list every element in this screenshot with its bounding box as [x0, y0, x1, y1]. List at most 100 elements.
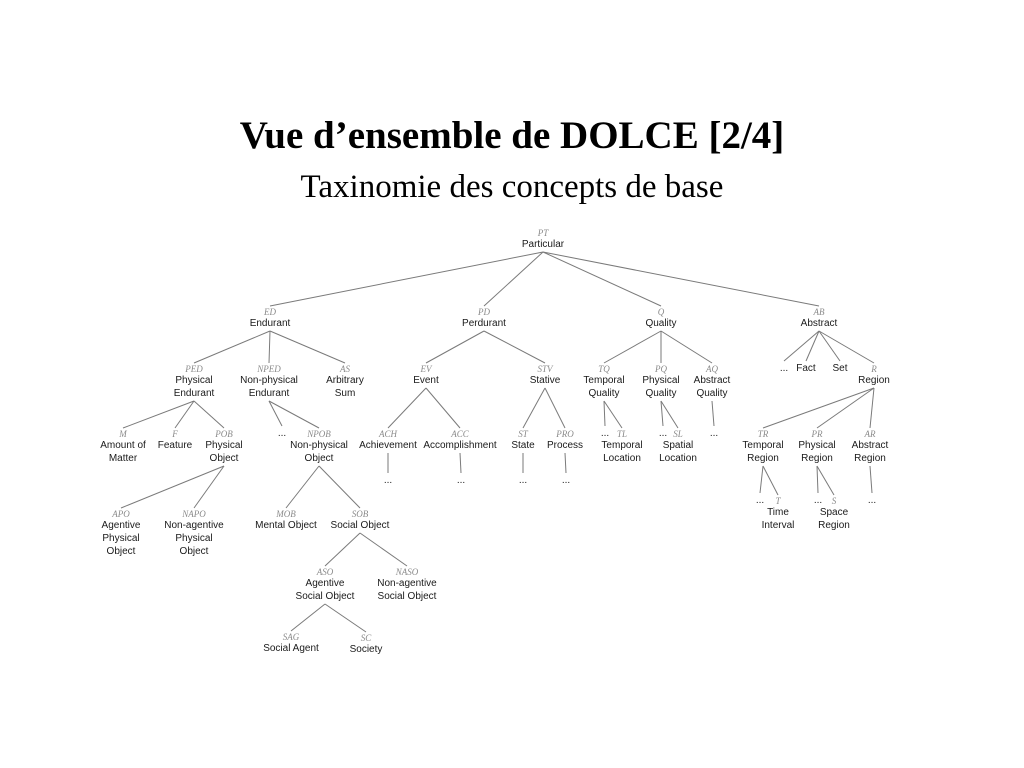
- node-label: Mental Object: [255, 520, 317, 531]
- edge-pro-pro_etc: [564, 452, 567, 474]
- node-fact: Fact: [796, 363, 816, 374]
- edge-tr-tr_etc: [759, 465, 764, 494]
- node-label: Quality: [696, 388, 727, 399]
- node-label: Region: [854, 453, 886, 464]
- node-abbr: ED: [263, 307, 276, 317]
- node-pq_etc: ...: [659, 428, 667, 439]
- node-label: Social Object: [378, 591, 437, 602]
- edge-ab-ab_etc: [783, 330, 820, 362]
- edge-stv-pro: [544, 387, 566, 429]
- node-label: Temporal: [742, 440, 783, 451]
- edge-tr-t: [762, 465, 779, 496]
- node-label: Time: [767, 507, 789, 518]
- node-pr_etc: ...: [814, 495, 822, 506]
- node-label: Agentive: [102, 520, 141, 531]
- edge-acc-acc_etc: [459, 452, 462, 474]
- edge-pt-ed: [269, 251, 544, 307]
- edge-r-ar: [869, 387, 875, 429]
- edge-pq-pq_etc: [660, 400, 664, 427]
- node-label: ...: [756, 495, 764, 506]
- node-label: Physical: [642, 375, 679, 386]
- node-abbr: Q: [658, 307, 665, 317]
- edge-ped-m: [122, 400, 195, 429]
- node-label: Endurant: [250, 318, 291, 329]
- node-label: Matter: [109, 453, 138, 464]
- node-abbr: ASO: [316, 567, 334, 577]
- node-ar_etc: ...: [868, 495, 876, 506]
- edge-ed-as: [269, 330, 346, 364]
- node-label: Sum: [335, 388, 356, 399]
- node-abbr: TR: [758, 429, 769, 439]
- node-ab_etc: ...: [780, 363, 788, 374]
- edge-pd-ev: [425, 330, 485, 364]
- node-label: Endurant: [249, 388, 290, 399]
- edge-nped-nped_etc: [268, 400, 283, 427]
- node-abbr: M: [118, 429, 127, 439]
- node-label: ...: [601, 428, 609, 439]
- edge-npob-sob: [318, 465, 361, 509]
- node-label: Achievement: [359, 440, 417, 451]
- edge-ab-fact: [805, 330, 820, 362]
- edge-pq-sl: [660, 400, 679, 429]
- edge-ed-ped: [193, 330, 271, 364]
- node-abbr: MOB: [275, 509, 296, 519]
- edge-pob-apo: [120, 465, 225, 509]
- node-label: Social Agent: [263, 643, 319, 654]
- tree-edges: [120, 251, 875, 633]
- edge-r-tr: [762, 387, 875, 429]
- node-nped_etc: ...: [278, 428, 286, 439]
- node-label: Arbitrary: [326, 375, 364, 386]
- node-label: Region: [747, 453, 779, 464]
- node-label: Set: [832, 363, 847, 374]
- node-abbr: TQ: [598, 364, 610, 374]
- node-label: Society: [350, 644, 383, 655]
- node-abbr: NPED: [256, 364, 281, 374]
- edge-pob-napo: [193, 465, 225, 509]
- edge-ab-set: [818, 330, 841, 362]
- node-label: Region: [858, 375, 890, 386]
- node-label: ...: [457, 475, 465, 486]
- edge-pt-pd: [483, 251, 544, 307]
- node-label: ...: [562, 475, 570, 486]
- node-set: Set: [832, 363, 847, 374]
- slide-title: Vue d’ensemble de DOLCE [2/4]: [239, 114, 785, 157]
- edge-ab-r: [818, 330, 875, 364]
- node-label: Physical: [175, 375, 212, 386]
- node-label: Location: [659, 453, 697, 464]
- node-label: Region: [801, 453, 833, 464]
- node-label: Object: [180, 546, 209, 557]
- node-label: Abstract: [694, 375, 731, 386]
- edge-q-tq: [603, 330, 662, 364]
- node-abbr: AQ: [705, 364, 718, 374]
- node-abbr: PR: [811, 429, 823, 439]
- edge-nped-npob: [268, 400, 320, 429]
- edge-ped-pob: [193, 400, 225, 429]
- node-label: Quality: [645, 318, 676, 329]
- node-label: Physical: [102, 533, 139, 544]
- node-pro_etc: ...: [562, 475, 570, 486]
- edge-sob-naso: [359, 532, 408, 567]
- edge-pt-ab: [542, 251, 820, 307]
- edge-aq-aq_etc: [711, 400, 715, 427]
- node-label: Event: [413, 375, 439, 386]
